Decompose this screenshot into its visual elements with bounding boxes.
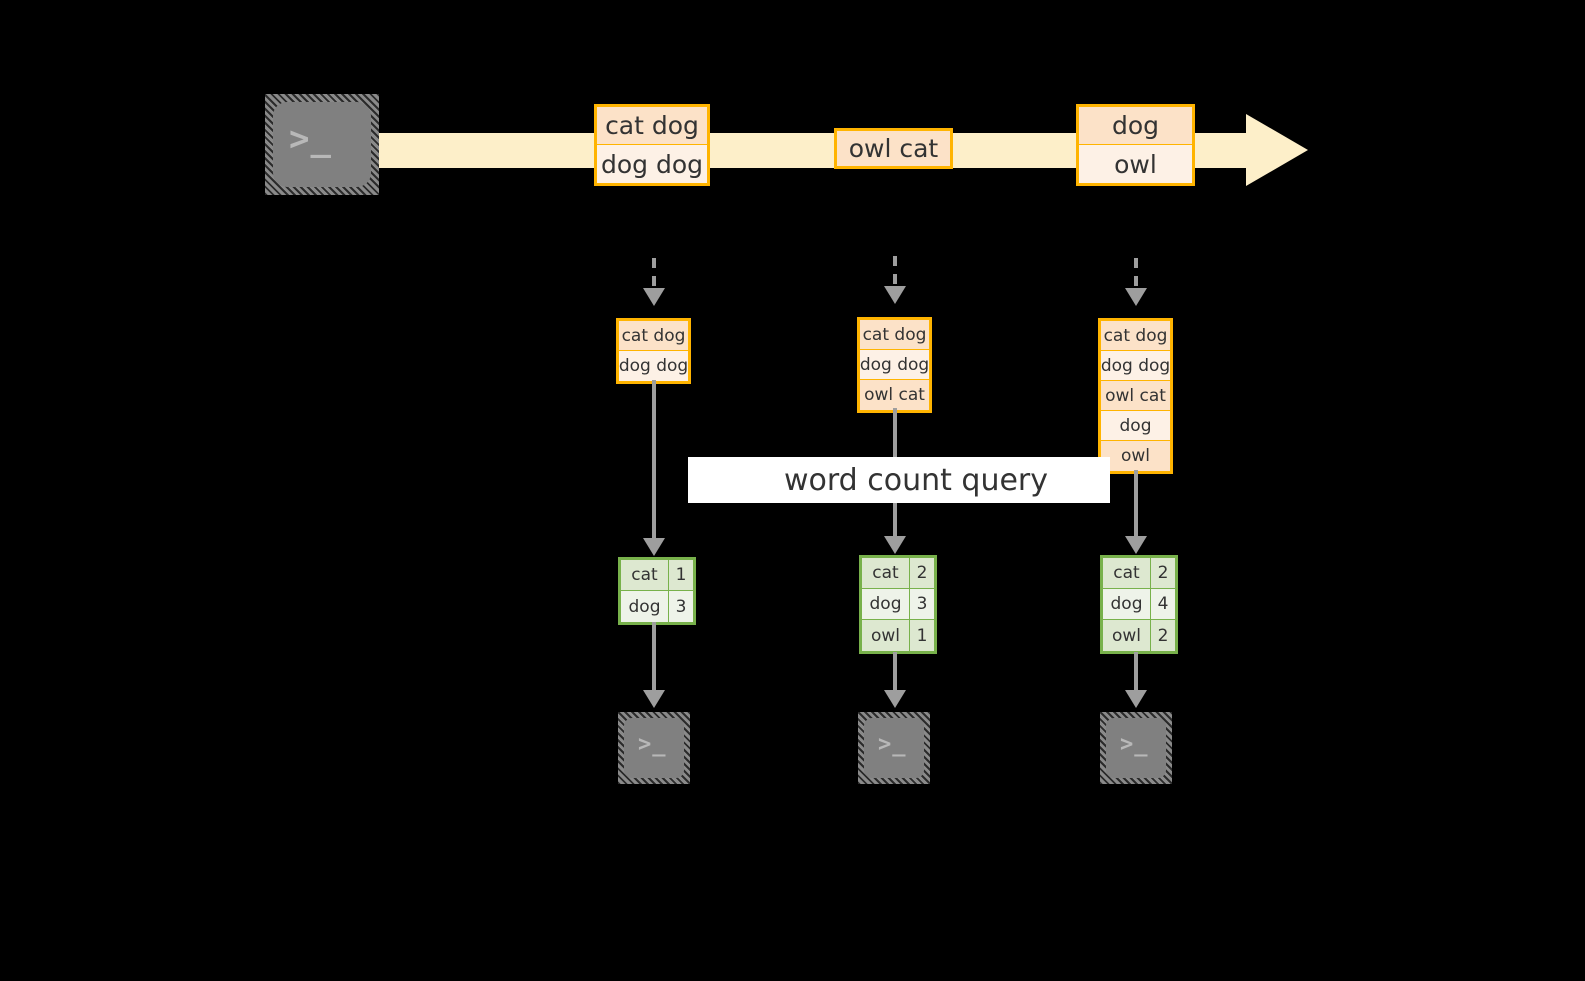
stream-line: dog (1079, 107, 1192, 145)
result-word: owl (1103, 620, 1151, 651)
result-to-sink-arrowhead-1 (643, 690, 665, 708)
source-terminal-body: >_ (273, 102, 371, 187)
result-table-row: owl 2 (1103, 620, 1175, 651)
input-table-row: dog (1101, 411, 1170, 441)
result-word: cat (862, 558, 910, 588)
input-table-row: dog dog (619, 351, 688, 381)
result-count: 4 (1151, 589, 1175, 619)
query-line-3 (1134, 470, 1138, 548)
stream-to-table-arrowhead-1 (643, 288, 665, 306)
result-to-sink-line-2 (893, 652, 897, 692)
input-table-row: owl cat (860, 380, 929, 410)
input-stream-arrowhead (1246, 114, 1308, 186)
sink-terminal-body: >_ (624, 718, 684, 778)
result-table-row: dog 4 (1103, 589, 1175, 620)
stream-batch-3: dog owl (1076, 104, 1195, 186)
sink-terminal-body: >_ (1106, 718, 1166, 778)
result-word: cat (1103, 558, 1151, 588)
input-table-3: cat dog dog dog owl cat dog owl (1098, 318, 1173, 474)
input-table-row: cat dog (619, 321, 688, 351)
input-table-row: owl (1101, 441, 1170, 471)
sink-terminal-icon-3: >_ (1100, 712, 1172, 784)
query-label-text: word count query (783, 462, 1049, 498)
result-table-3: cat 2 dog 4 owl 2 (1100, 555, 1178, 654)
input-table-row: dog dog (860, 350, 929, 380)
result-word: owl (862, 620, 910, 651)
result-word: dog (862, 589, 910, 619)
input-table-2: cat dog dog dog owl cat (857, 317, 932, 413)
query-arrowhead-1 (643, 538, 665, 556)
result-table-row: cat 2 (862, 558, 934, 589)
stream-line: owl cat (837, 131, 950, 166)
result-word: dog (1103, 589, 1151, 619)
sink-terminal-icon-2: >_ (858, 712, 930, 784)
stream-to-table-dashed-line-3 (1134, 258, 1138, 292)
result-to-sink-line-1 (652, 622, 656, 692)
result-count: 1 (669, 560, 693, 590)
source-terminal-icon: >_ (265, 94, 379, 195)
result-count: 2 (910, 558, 934, 588)
result-count: 3 (669, 591, 693, 622)
result-table-row: dog 3 (621, 591, 693, 622)
result-table-1: cat 1 dog 3 (618, 557, 696, 625)
stream-to-table-dashed-line-2 (893, 256, 897, 290)
stream-line: dog dog (597, 145, 707, 183)
stream-to-table-dashed-line-1 (652, 258, 656, 292)
terminal-prompt-glyph: >_ (878, 732, 907, 757)
result-count: 2 (1151, 620, 1175, 651)
stream-to-table-arrowhead-2 (884, 286, 906, 304)
stream-batch-1: cat dog dog dog (594, 104, 710, 186)
result-to-sink-arrowhead-2 (884, 690, 906, 708)
stream-line: owl (1079, 145, 1192, 183)
terminal-prompt-glyph: >_ (289, 119, 332, 159)
input-table-row: owl cat (1101, 381, 1170, 411)
result-count: 3 (910, 589, 934, 619)
input-table-row: dog dog (1101, 351, 1170, 381)
input-table-row: cat dog (1101, 321, 1170, 351)
input-table-row: cat dog (860, 320, 929, 350)
result-word: cat (621, 560, 669, 590)
query-arrowhead-2 (884, 536, 906, 554)
sink-terminal-icon-1: >_ (618, 712, 690, 784)
result-table-2: cat 2 dog 3 owl 1 (859, 555, 937, 654)
result-table-row: dog 3 (862, 589, 934, 620)
input-table-1: cat dog dog dog (616, 318, 691, 384)
result-to-sink-line-3 (1134, 652, 1138, 692)
result-table-row: cat 1 (621, 560, 693, 591)
query-arrowhead-3 (1125, 536, 1147, 554)
sink-terminal-body: >_ (864, 718, 924, 778)
query-label-band: word count query (688, 457, 1110, 503)
query-line-1 (652, 380, 656, 548)
result-table-row: owl 1 (862, 620, 934, 651)
result-word: dog (621, 591, 669, 622)
stream-batch-2: owl cat (834, 128, 953, 169)
terminal-prompt-glyph: >_ (1120, 732, 1149, 757)
stream-line: cat dog (597, 107, 707, 145)
result-table-row: cat 2 (1103, 558, 1175, 589)
result-to-sink-arrowhead-3 (1125, 690, 1147, 708)
result-count: 1 (910, 620, 934, 651)
result-count: 2 (1151, 558, 1175, 588)
terminal-prompt-glyph: >_ (638, 732, 667, 757)
stream-to-table-arrowhead-3 (1125, 288, 1147, 306)
